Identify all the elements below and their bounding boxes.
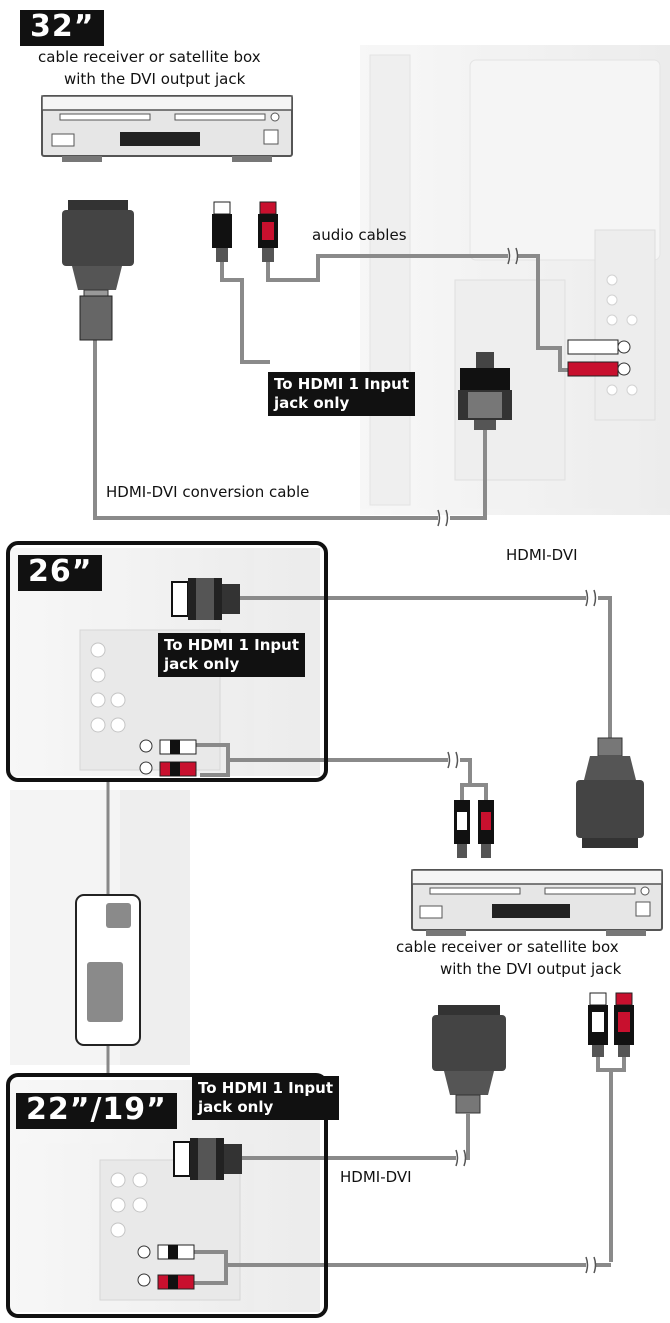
rca-plugs-top (212, 201, 278, 262)
tv32-device-label-line2: with the DVI output jack (64, 70, 246, 88)
device-bottom-label-line1: cable receiver or satellite box (396, 938, 619, 956)
tv26-panel (6, 541, 328, 782)
tv26-hdmi-callout: To HDMI 1 Input jack only (158, 633, 306, 677)
hdmi-plug-26 (171, 578, 240, 620)
cable-breaks-22 (455, 1149, 597, 1274)
cable-breaks-top (437, 247, 519, 527)
tv32-cable-label: HDMI-DVI conversion cable (106, 483, 310, 501)
tv26-size-badge: 26” (18, 555, 103, 591)
dvi-plug-top (62, 200, 134, 341)
hdmi-plug-top (458, 352, 512, 430)
cable-breaks-26 (447, 589, 597, 769)
rca-plugs-26 (139, 739, 197, 777)
tv22-size-badge: 22”/19” (16, 1093, 177, 1129)
tv22-cables (192, 1057, 626, 1285)
device-bottom-label-line2: with the DVI output jack (440, 960, 622, 978)
tv32-hdmi-callout: To HDMI 1 Input jack only (268, 372, 416, 416)
dvi-plug-bottom (432, 1005, 506, 1114)
tv32-callout-line2: jack only (274, 394, 350, 412)
tv22-cable-label: HDMI-DVI (340, 1168, 412, 1186)
tv26-callout-line2: jack only (164, 655, 240, 673)
tv32-cables (93, 254, 570, 520)
rca-plugs-mid (454, 800, 494, 858)
tv26-callout-line1: To HDMI 1 Input (164, 636, 300, 654)
dvi-plug-mid (576, 737, 644, 848)
tv32-callout-line1: To HDMI 1 Input (274, 375, 410, 393)
tv32-body (360, 45, 670, 515)
stand-bracket (75, 894, 141, 1046)
tv22-hdmi-callout: To HDMI 1 Input jack only (192, 1076, 340, 1120)
tv22-callout-line1: To HDMI 1 Input (198, 1079, 334, 1097)
tv22-callout-line2: jack only (198, 1098, 274, 1116)
device-bottom (411, 869, 663, 936)
device-top (41, 95, 293, 162)
rca-plugs-22 (137, 1244, 195, 1290)
hdmi-plug-22 (173, 1138, 242, 1180)
rca-plugs-bottom (588, 992, 634, 1057)
rca-plugs-top-right (567, 339, 631, 377)
tv32-device-label-line1: cable receiver or satellite box (38, 48, 261, 66)
tv22-panel (6, 1073, 328, 1318)
tv26-cables (190, 596, 612, 800)
tv32-audio-label: audio cables (312, 226, 407, 244)
tv32-size-badge: 32” (20, 10, 105, 46)
tv26-cable-label: HDMI-DVI (506, 546, 578, 564)
